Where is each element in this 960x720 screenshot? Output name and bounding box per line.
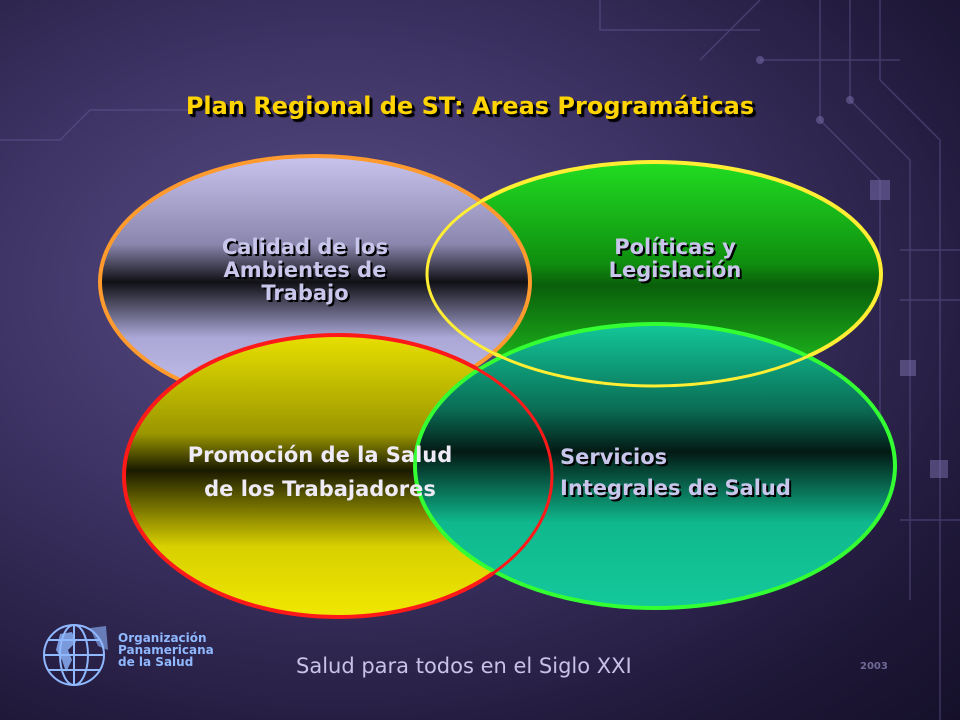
area-calidad-label: Calidad de los Ambientes de Trabajo (180, 236, 430, 305)
area-servicios-line-2: Integrales de Salud (560, 476, 791, 500)
promocion-outline (122, 333, 554, 619)
slide-title: Plan Regional de ST: Areas Programáticas (185, 92, 755, 120)
area-promocion-line-1: Promoción de la Salud (187, 443, 453, 467)
organization-line-2: Panamericana (118, 643, 214, 657)
area-politicas-line-2: Legislación (608, 258, 742, 282)
organization-name: Organización Panamericana de la Salud (118, 632, 214, 668)
area-promocion-line-2: de los Trabajadores (204, 477, 436, 501)
area-servicios-label: Servicios Integrales de Salud (560, 442, 880, 504)
organization-line-1: Organización (118, 631, 207, 645)
year-label: 2003 (860, 661, 888, 672)
area-servicios-line-1: Servicios (560, 445, 668, 469)
area-promocion-label: Promoción de la Salud de los Trabajadore… (140, 438, 500, 506)
area-calidad-line-2: Ambientes de (223, 258, 387, 282)
globe-icon (43, 624, 108, 686)
area-politicas-line-1: Políticas y (614, 235, 736, 259)
politicas-outline (425, 160, 883, 388)
area-calidad-line-3: Trabajo (261, 281, 349, 305)
tagline: Salud para todos en el Siglo XXI (296, 654, 632, 678)
area-calidad-line-1: Calidad de los (221, 235, 389, 259)
area-politicas-label: Políticas y Legislación (555, 236, 795, 282)
organization-line-3: de la Salud (118, 655, 194, 669)
area-servicios-ellipse (413, 322, 897, 610)
